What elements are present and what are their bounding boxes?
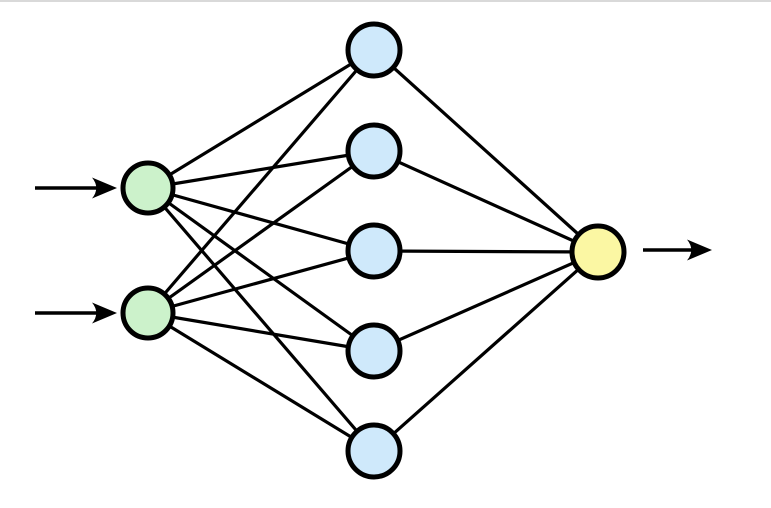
top-border-line	[0, 0, 771, 2]
edge-i2-h2	[147, 149, 375, 315]
edge-i1-h5	[146, 186, 376, 453]
hidden-node-h4	[345, 322, 403, 380]
output-arrow-head-icon	[687, 239, 712, 261]
input-node-i1	[120, 160, 176, 216]
edge-h5-o1	[372, 250, 600, 453]
edge-i1-h3	[147, 186, 375, 253]
output-node-o1	[569, 223, 627, 281]
edge-i1-h2	[147, 149, 375, 190]
hidden-node-h2	[345, 122, 403, 180]
output-arrow	[643, 239, 712, 261]
edge-h2-o1	[373, 149, 599, 254]
edge-i2-h4	[147, 311, 375, 353]
input-node-i2	[120, 285, 176, 341]
edge-h1-o1	[372, 48, 600, 254]
edge-i2-h3	[147, 249, 375, 315]
edge-i2-h5	[147, 311, 375, 453]
input-arrow-2	[35, 302, 117, 324]
edge-i1-h1	[147, 48, 375, 190]
input-arrow-1-head-icon	[92, 177, 117, 199]
hidden-node-h1	[345, 21, 403, 79]
input-arrow-1	[35, 177, 117, 199]
edge-h4-o1	[373, 250, 599, 353]
edge-i2-h1	[146, 48, 376, 315]
edge-h3-o1	[373, 249, 599, 254]
edge-i1-h4	[147, 186, 375, 353]
hidden-node-h5	[345, 422, 403, 480]
hidden-node-h3	[345, 222, 403, 280]
input-arrow-2-head-icon	[92, 302, 117, 324]
